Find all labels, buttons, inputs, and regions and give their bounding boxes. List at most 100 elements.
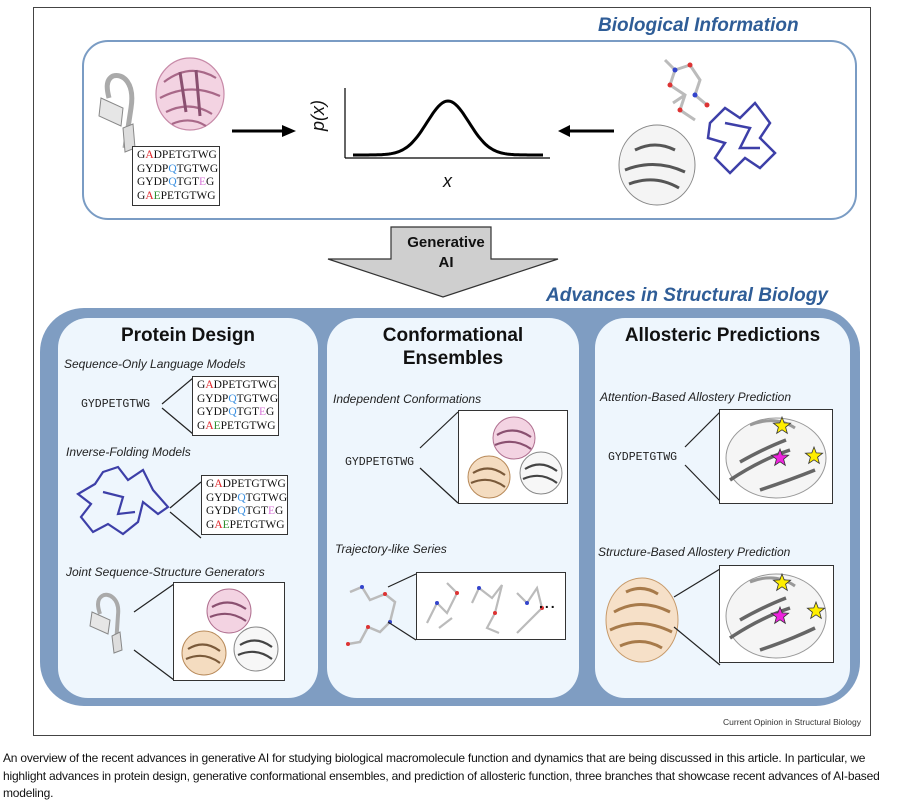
sequence-alignment-box: GADPETGTWG GYDPQTGTWG GYDPQTGTEG GAEPETG… — [201, 475, 288, 535]
zoom-lines — [673, 568, 721, 666]
blue-ribbon-protein-icon — [706, 101, 777, 175]
mutated-residue: Q — [237, 491, 246, 504]
attention-based-allostery-prediction-label: Attention-Based Allostery Prediction — [600, 390, 791, 404]
generated-structures-inset — [173, 582, 285, 681]
zoom-lines — [419, 411, 459, 504]
title-line2: Ensembles — [402, 348, 504, 369]
protein-ensemble-icon — [181, 588, 279, 676]
mutated-residue: A — [145, 149, 154, 161]
mutated-residue: E — [222, 518, 230, 531]
residue-segment: G — [206, 478, 215, 490]
yellow-star-icon — [806, 600, 826, 620]
mutated-residue: A — [205, 419, 214, 432]
alignment-line: GADPETGTWG — [137, 149, 217, 163]
mutated-residue: E — [267, 505, 276, 517]
zoom-lines — [133, 583, 175, 681]
residue-segment: G — [206, 176, 215, 188]
mutated-residue: E — [258, 406, 267, 418]
residue-segment: G — [197, 379, 206, 391]
joint-sequence-structure-generators-label: Joint Sequence-Structure Generators — [66, 565, 265, 579]
alignment-line: GADPETGTWG — [206, 478, 286, 492]
residue-segment: G — [206, 518, 215, 531]
hairpin-peptide-icon — [89, 592, 123, 654]
title-line1: Conformational — [382, 325, 524, 346]
alignment-line: GYDPQTGTEG — [137, 176, 215, 190]
mutated-residue: E — [198, 176, 207, 188]
mutated-residue: Q — [168, 162, 177, 175]
residue-segment: G — [266, 406, 275, 418]
right-arrow-icon — [232, 125, 296, 137]
mutated-residue: A — [145, 189, 154, 202]
generative-ai-arrow — [327, 226, 559, 298]
residue-segment: TGTWG — [236, 392, 279, 405]
alignment-line: GAEPETGTWG — [137, 189, 216, 204]
residue-segment: TGT — [176, 176, 199, 188]
mutated-residue: Q — [237, 505, 246, 517]
query-sequence: GYDPETGTWG — [608, 451, 678, 464]
alignment-line: GYDPQTGTWG — [137, 162, 218, 177]
zoom-lines — [161, 377, 194, 435]
residue-segment: TGT — [236, 406, 259, 418]
mutated-residue: E — [153, 189, 161, 202]
yellow-star-icon — [804, 445, 824, 465]
figure-caption: An overview of the recent advances in ge… — [3, 751, 880, 800]
tan-protein-structure-icon — [605, 577, 679, 663]
mutated-residue: Q — [168, 176, 177, 188]
ellipsis: ... — [539, 595, 557, 611]
mutated-residue: A — [214, 478, 223, 490]
query-sequence: GYDPETGTWG — [345, 456, 415, 469]
pink-protein-structure-icon — [155, 57, 225, 131]
trajectory-frames-icon — [426, 582, 544, 635]
yellow-star-icon — [772, 572, 792, 592]
gaussian-curve — [353, 99, 543, 157]
alignment-line: GAEPETGTWG — [197, 419, 276, 434]
independent-conformations-label: Independent Conformations — [333, 392, 482, 406]
grey-protein-structure-icon — [618, 124, 696, 206]
conformational-ensembles-title: Conformational Ensembles — [327, 324, 579, 370]
sequence-alignment-box: GADPETGTWG GYDPQTGTWG GYDPQTGTEG GAEPETG… — [192, 376, 279, 436]
residue-segment: G — [137, 189, 146, 202]
residue-segment: G — [275, 505, 284, 517]
residue-segment: GYDP — [197, 406, 229, 418]
residue-segment: G — [197, 419, 206, 432]
hairpin-peptide-icon — [98, 73, 136, 153]
residue-segment: DPETGTWG — [213, 379, 277, 391]
peptide-stick-model-icon — [663, 58, 710, 122]
mutated-residue: Q — [228, 406, 237, 418]
query-sequence: GYDPETGTWG — [81, 398, 151, 411]
yellow-star-icon — [772, 415, 792, 435]
zoom-lines — [169, 481, 202, 539]
residue-segment: GYDP — [206, 491, 238, 504]
left-arrow-icon — [558, 125, 614, 137]
residue-segment: GYDP — [137, 176, 169, 188]
inverse-folding-models-label: Inverse-Folding Models — [66, 445, 191, 459]
residue-segment: DPETGTWG — [153, 149, 217, 161]
alignment-line: GYDPQTGTEG — [206, 505, 283, 519]
residue-segment: GYDP — [137, 162, 169, 175]
generative-ai-label: Generative AI — [386, 233, 506, 273]
peptide-stick-model-icon — [346, 585, 397, 646]
alignment-line: GAEPETGTWG — [206, 518, 285, 533]
trajectory-series-inset: ... — [416, 572, 566, 640]
trajectory-like-series-label: Trajectory-like Series — [335, 542, 447, 556]
mutated-residue: A — [205, 379, 214, 391]
residue-segment: PETGTWG — [229, 518, 285, 531]
plot-xlabel: x — [443, 171, 452, 191]
mutated-residue: A — [214, 518, 223, 531]
residue-segment: PETGTWG — [160, 189, 216, 202]
sequence-only-language-models-label: Sequence-Only Language Models — [64, 357, 246, 371]
structure-allostery-inset — [719, 565, 834, 663]
alignment-line: GYDPQTGTWG — [197, 393, 278, 407]
probability-distribution-plot — [344, 88, 550, 159]
blue-ribbon-protein-icon — [76, 465, 170, 536]
arrow-label-line2: AI — [438, 254, 454, 271]
independent-conformations-inset — [458, 410, 568, 504]
advances-in-structural-biology-title: Advances in Structural Biology — [546, 285, 828, 306]
magenta-star-icon — [770, 447, 790, 467]
alignment-line: GADPETGTWG — [197, 379, 277, 393]
plot-ylabel: p(x) — [308, 100, 328, 131]
allosteric-predictions-title: Allosteric Predictions — [624, 325, 821, 346]
residue-segment: GYDP — [206, 505, 238, 517]
residue-segment: TGTWG — [245, 491, 288, 504]
biological-information-title: Biological Information — [598, 15, 799, 36]
